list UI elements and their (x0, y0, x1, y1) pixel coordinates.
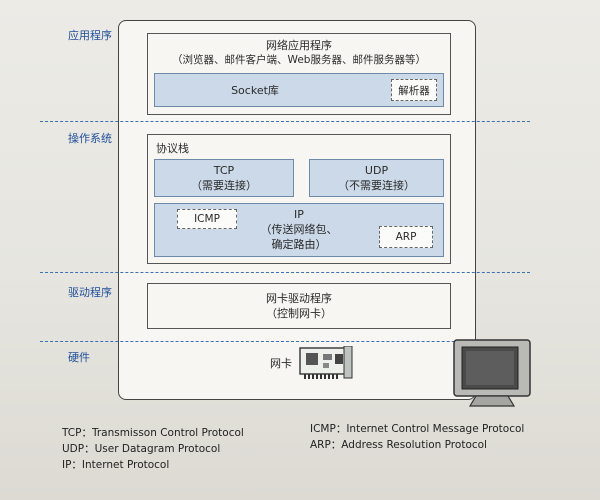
legend-item-icmp: ICMP：Internet Control Message Protocol (310, 423, 525, 435)
network-card-icon (299, 346, 353, 379)
protocol-stack-title: 协议栈 (156, 142, 189, 155)
protocol-stack-box: 协议栈 TCP （需要连接） UDP （不需要连接） IP （传送网络包、 确定… (147, 134, 451, 264)
layer-label-hardware: 硬件 (68, 351, 90, 364)
nic-label: 网卡 (270, 357, 292, 370)
tcp-box: TCP （需要连接） (154, 159, 294, 197)
legend-item-ip: IP：Internet Protocol (62, 459, 170, 471)
udp-name: UDP (364, 164, 389, 177)
ip-line2: 确定路由） (271, 238, 327, 251)
udp-box: UDP （不需要连接） (309, 159, 444, 197)
socket-library-box: Socket库 解析器 (154, 73, 444, 107)
layer-divider-driver-hardware (40, 341, 530, 342)
legend-right: ICMP：Internet Control Message Protocol A… (310, 421, 524, 453)
ip-name: IP (294, 208, 304, 221)
tcp-note: （需要连接） (191, 179, 257, 192)
nic-driver-box: 网卡驱动程序 （控制网卡） (147, 283, 451, 329)
application-subtitle: （浏览器、邮件客户端、Web服务器、邮件服务器等） (172, 54, 426, 66)
legend-left: TCP：Transmisson Control Protocol UDP：Use… (62, 425, 244, 473)
layer-divider-os-driver (40, 272, 530, 273)
resolver-box: 解析器 (391, 79, 437, 101)
nic-driver-line2: （控制网卡） (266, 307, 332, 320)
layer-label-os: 操作系统 (68, 132, 112, 145)
application-box: 网络应用程序 （浏览器、邮件客户端、Web服务器、邮件服务器等） Socket库… (147, 33, 451, 115)
ip-box: IP （传送网络包、 确定路由） ICMP ARP (154, 203, 444, 257)
legend-item-udp: UDP：User Datagram Protocol (62, 443, 221, 455)
icmp-box: ICMP (177, 209, 237, 229)
layer-divider-app-os (40, 121, 530, 122)
arp-box: ARP (379, 226, 433, 248)
legend-item-tcp: TCP：Transmisson Control Protocol (62, 427, 244, 439)
nic-driver-line1: 网卡驱动程序 (266, 292, 332, 305)
application-title: 网络应用程序 (266, 39, 332, 52)
tcp-name: TCP (213, 164, 235, 177)
udp-note: （不需要连接） (338, 179, 415, 192)
ip-line1: （传送网络包、 (260, 223, 338, 236)
layer-label-application: 应用程序 (68, 29, 112, 42)
layer-label-driver: 驱动程序 (68, 286, 112, 299)
socket-library-label: Socket库 (231, 84, 279, 97)
computer-monitor-icon (453, 339, 531, 407)
legend-item-arp: ARP：Address Resolution Protocol (310, 439, 487, 451)
